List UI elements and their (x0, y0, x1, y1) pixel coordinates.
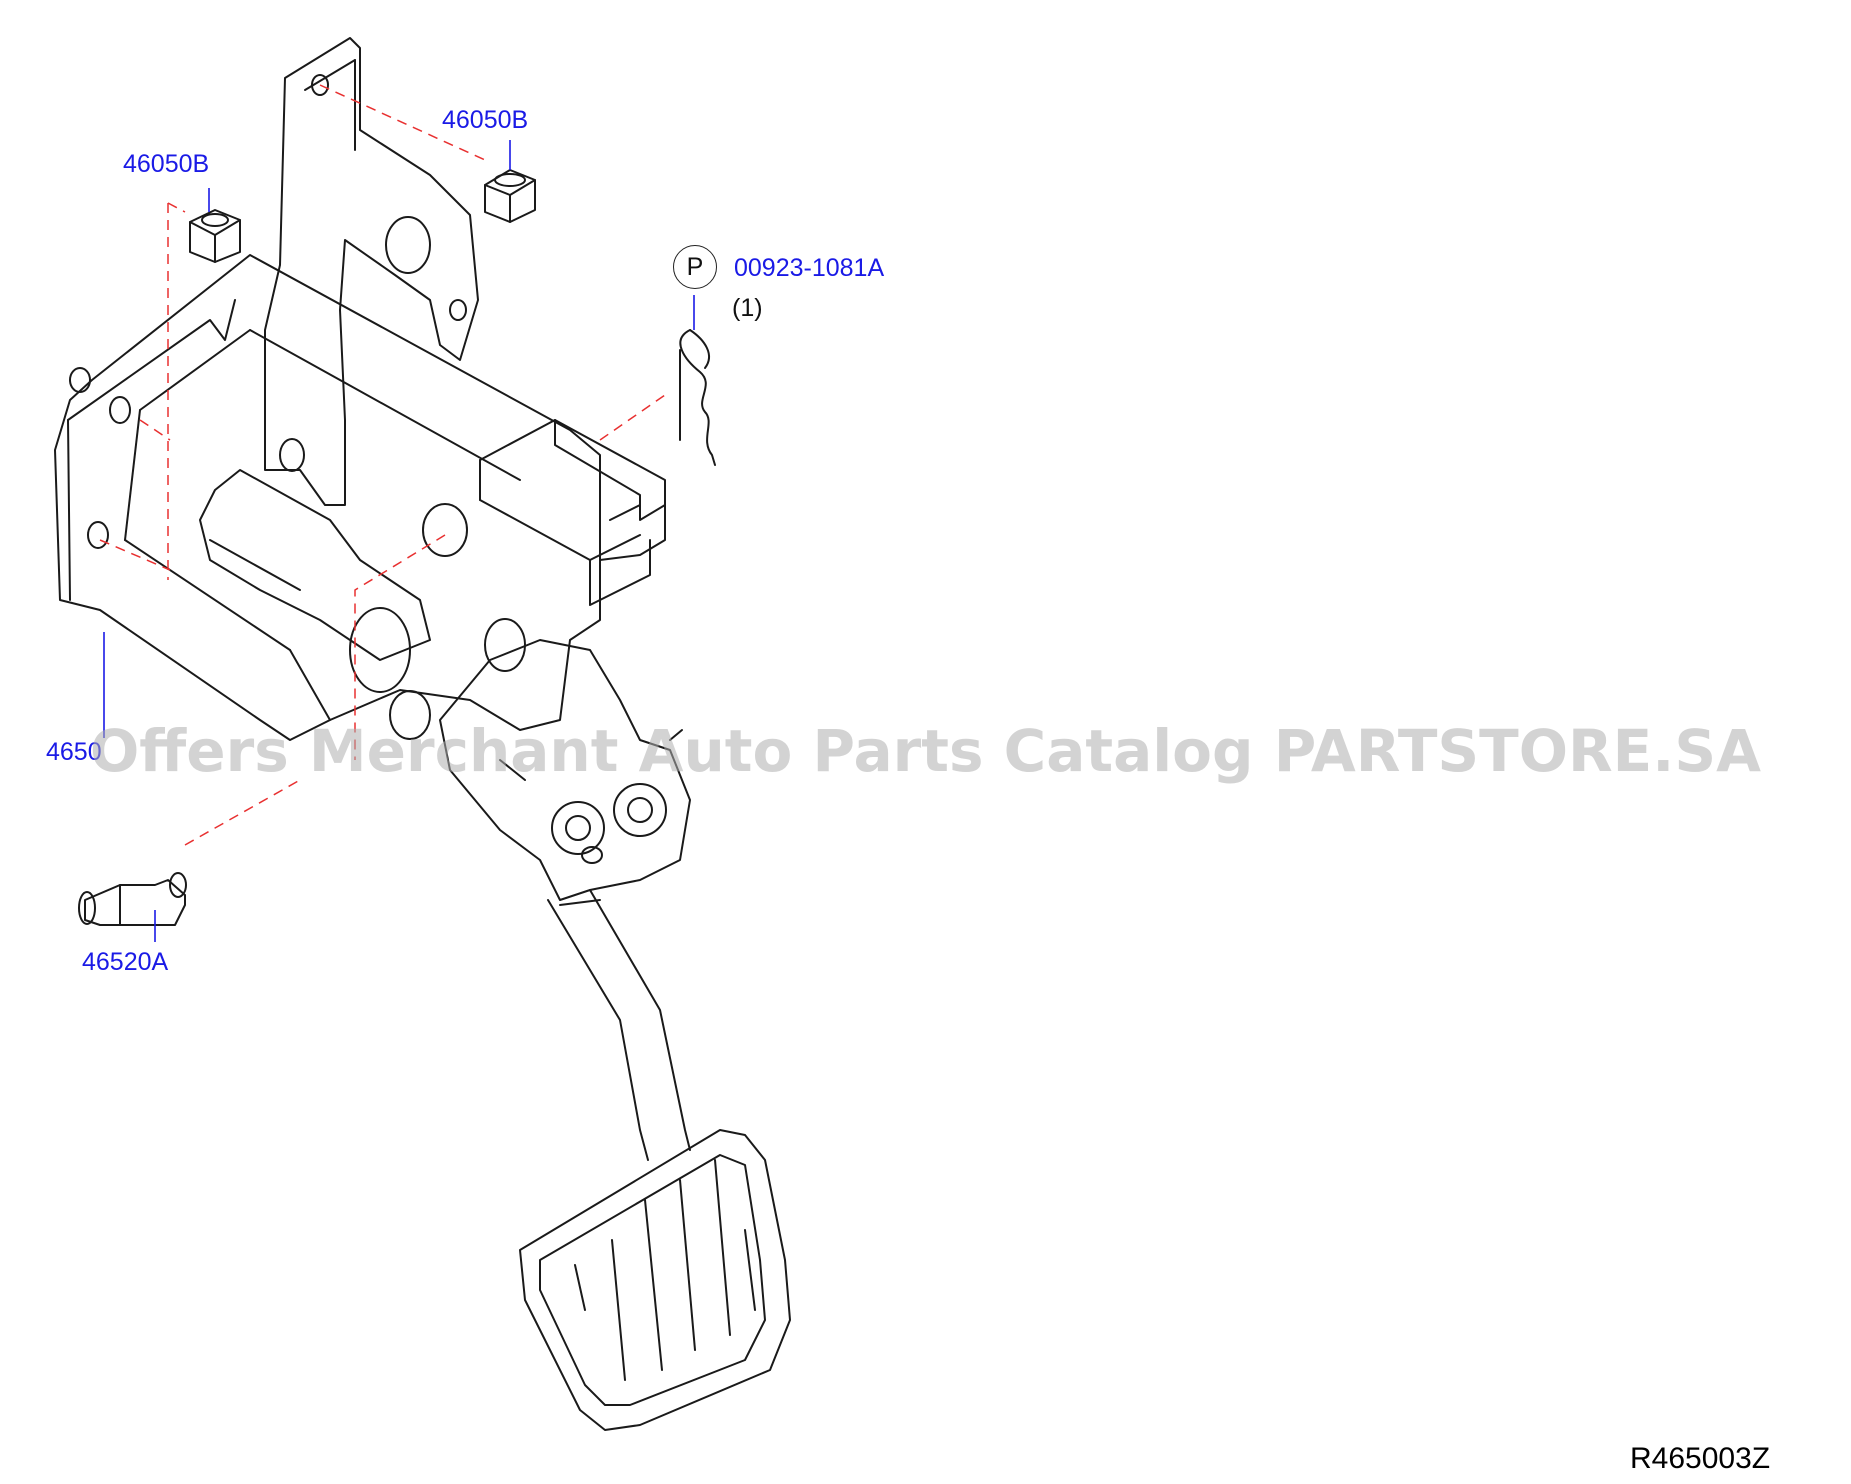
nut-left-drawing (189, 209, 241, 263)
alignment-lines (99, 84, 666, 846)
upper-bracket (264, 37, 479, 506)
stopper-drawing (78, 872, 187, 926)
nut-top-drawing (484, 169, 536, 223)
label-00923-1081a[interactable]: 00923-1081A (734, 254, 885, 282)
label-46050b-top[interactable]: 46050B (442, 106, 529, 134)
pedal-box (54, 254, 601, 741)
diagram-code: R465003Z (1630, 1442, 1771, 1475)
pivot-housing (199, 469, 431, 693)
pin-clip-badge: P (673, 245, 717, 289)
pedal-linkage (439, 639, 691, 901)
leader-lines (103, 140, 695, 942)
label-46050b-left[interactable]: 46050B (123, 150, 210, 178)
snap-pin-drawing (679, 329, 716, 466)
pedal-arm (547, 889, 691, 1161)
pedal-pad (519, 1129, 791, 1431)
switch-connector (479, 419, 666, 606)
pin-clip-quantity: (1) (732, 294, 763, 322)
label-46520a[interactable]: 46520A (82, 948, 169, 976)
label-4650[interactable]: 4650 (46, 738, 102, 766)
